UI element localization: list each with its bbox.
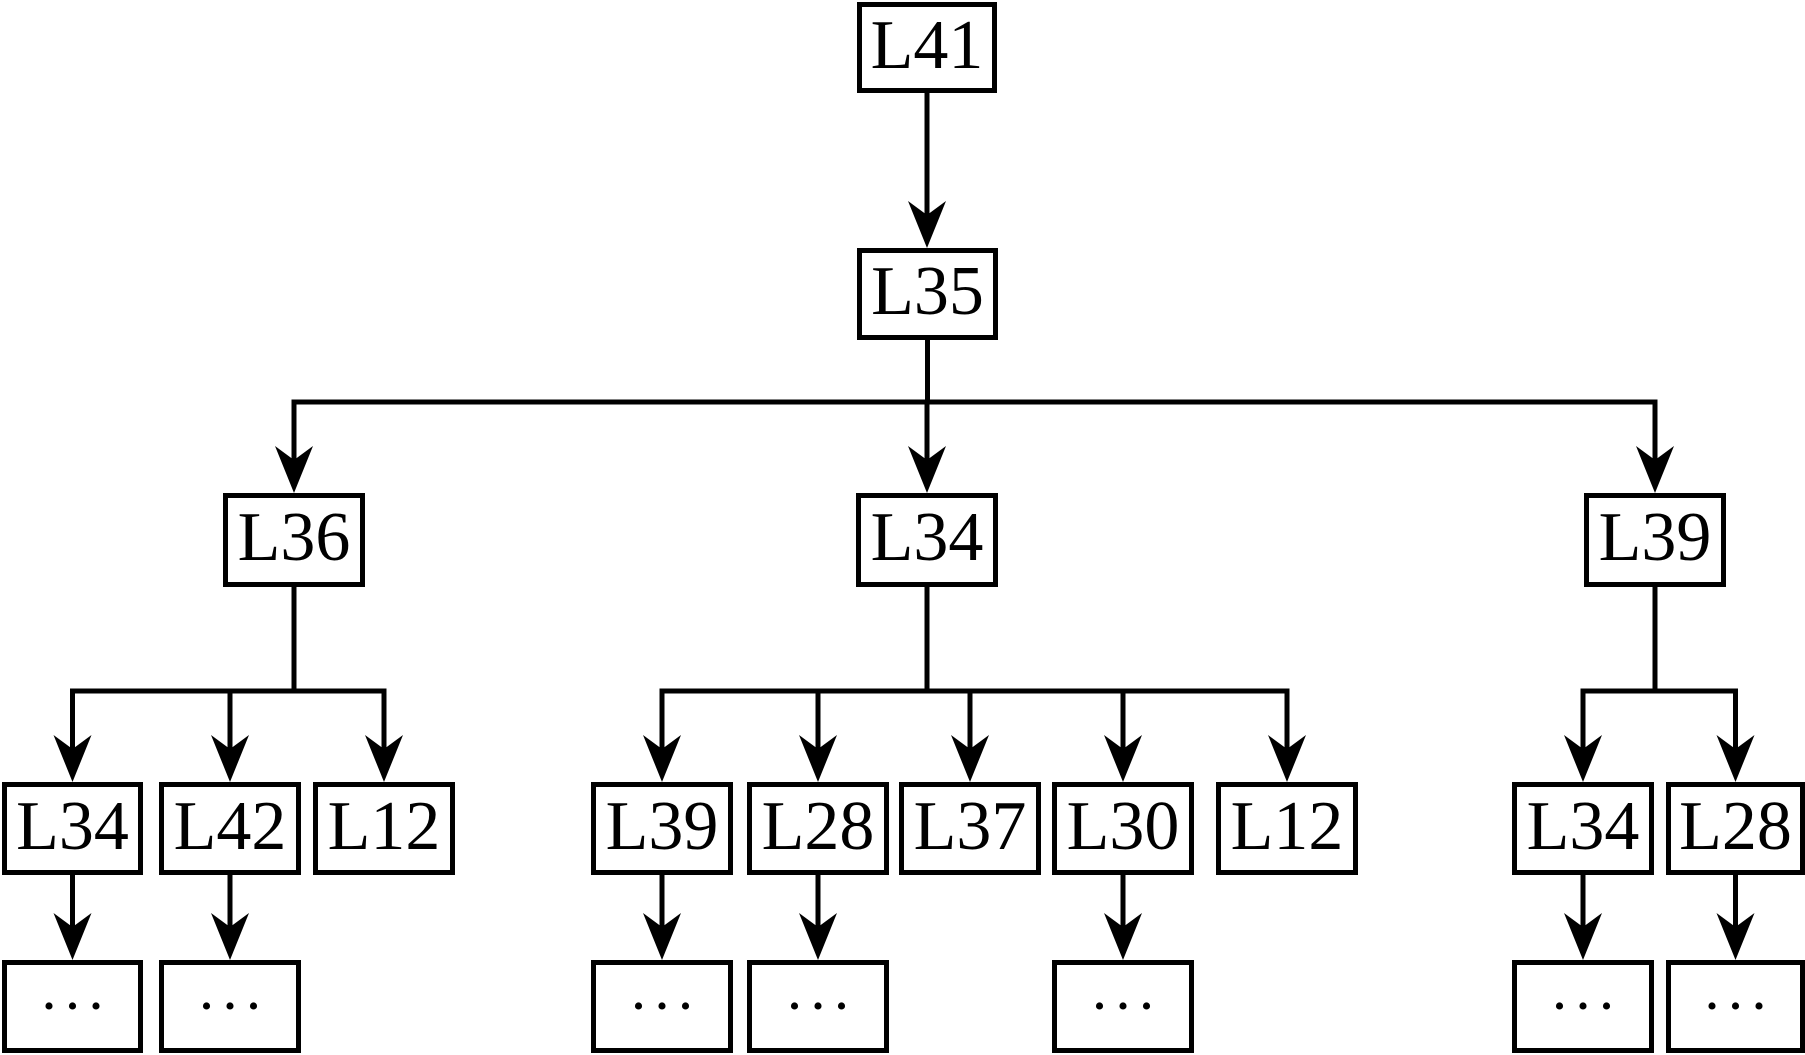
- arrowhead-icon: [365, 735, 403, 782]
- node-label: L34: [870, 499, 984, 576]
- node-label: L36: [237, 499, 351, 576]
- node-label: L37: [913, 787, 1027, 865]
- node-label: L34: [16, 787, 129, 865]
- arrowhead-icon: [211, 735, 249, 782]
- tree-node-l41: L41: [857, 2, 997, 93]
- node-label: L39: [605, 787, 719, 865]
- node-label: L35: [871, 253, 984, 330]
- tree-node-l34: L34: [1512, 782, 1654, 875]
- arrowhead-icon: [643, 735, 681, 782]
- tree-node-l34: L34: [2, 782, 143, 875]
- tree-node-l12: L12: [1216, 782, 1358, 875]
- ellipsis-dots: •••: [789, 989, 860, 1023]
- arrowhead-icon: [908, 446, 946, 493]
- arrowhead-icon: [275, 446, 313, 493]
- node-label: L30: [1066, 787, 1180, 865]
- tree-node-l35: L35: [857, 248, 998, 340]
- ellipsis-dots: •••: [1094, 989, 1165, 1023]
- tree-node-ellipsis: •••: [1512, 960, 1654, 1053]
- tree-node-l39: L39: [591, 782, 733, 875]
- node-label: L41: [870, 6, 984, 84]
- node-label: L28: [761, 787, 875, 865]
- ellipsis-dots: •••: [633, 989, 704, 1023]
- tree-node-ellipsis: •••: [747, 960, 889, 1053]
- tree-node-l28: L28: [1666, 782, 1805, 875]
- tree-node-l36: L36: [223, 493, 365, 587]
- arrowhead-icon: [1716, 735, 1755, 782]
- ellipsis-dots: •••: [201, 989, 272, 1023]
- arrowhead-icon: [799, 913, 837, 960]
- arrowhead-icon: [1636, 446, 1674, 493]
- tree-node-ellipsis: •••: [1666, 960, 1805, 1053]
- arrowhead-icon: [799, 735, 837, 782]
- tree-node-ellipsis: •••: [2, 960, 143, 1053]
- ellipsis-dots: •••: [1706, 989, 1778, 1023]
- arrowhead-icon: [908, 201, 946, 248]
- arrowhead-icon: [1716, 913, 1755, 960]
- node-label: L42: [173, 787, 287, 865]
- node-label: L28: [1679, 787, 1792, 865]
- node-label: L34: [1526, 787, 1640, 865]
- arrowhead-icon: [643, 913, 681, 960]
- arrowhead-icon: [1268, 735, 1306, 782]
- arrowhead-icon: [53, 913, 92, 960]
- node-label: L39: [1598, 499, 1712, 576]
- tree-node-ellipsis: •••: [591, 960, 733, 1053]
- tree-node-l34: L34: [856, 493, 998, 587]
- arrowhead-icon: [1104, 735, 1142, 782]
- tree-node-l39: L39: [1584, 493, 1726, 587]
- tree-node-l30: L30: [1052, 782, 1194, 875]
- arrowhead-icon: [951, 735, 989, 782]
- arrowhead-icon: [1564, 913, 1602, 960]
- tree-node-l12: L12: [313, 782, 455, 875]
- tree-node-l28: L28: [747, 782, 889, 875]
- tree-node-l42: L42: [159, 782, 301, 875]
- node-label: L12: [1230, 787, 1344, 865]
- ellipsis-dots: •••: [1554, 989, 1625, 1023]
- arrowhead-icon: [53, 735, 92, 782]
- tree-node-l37: L37: [899, 782, 1041, 875]
- arrowhead-icon: [211, 913, 249, 960]
- arrowhead-icon: [1564, 735, 1602, 782]
- ellipsis-dots: •••: [43, 989, 115, 1023]
- tree-node-ellipsis: •••: [1052, 960, 1194, 1053]
- tree-node-ellipsis: •••: [159, 960, 301, 1053]
- arrowhead-icon: [1104, 913, 1142, 960]
- node-label: L12: [327, 787, 441, 865]
